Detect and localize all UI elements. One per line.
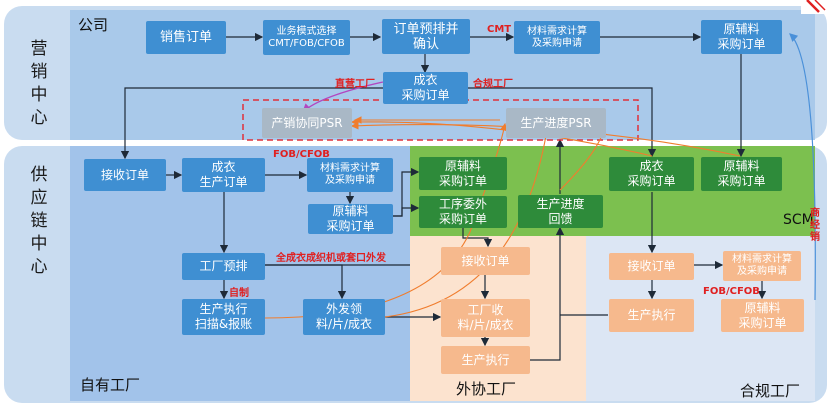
out-factory-receive-box: 工厂收 料/片/成衣 bbox=[441, 299, 530, 337]
comp-raw-po-box: 原辅料 采购订单 bbox=[721, 299, 804, 332]
raw-po-own-box: 原辅料 采购订单 bbox=[308, 204, 393, 234]
corner-logo-icon bbox=[801, 0, 827, 14]
tag-fob-cfob-own: FOB/CFOB bbox=[273, 149, 330, 160]
factory-schedule-box: 工厂预排 bbox=[182, 253, 265, 280]
tag-cmt: CMT bbox=[487, 24, 512, 35]
marketing-lane-label: 营销中心 bbox=[30, 39, 48, 128]
sales-order-box: 销售订单 bbox=[146, 21, 226, 54]
company-label: 公司 bbox=[78, 16, 109, 34]
comp-prod-exec-box: 生产执行 bbox=[609, 299, 694, 332]
tag-compliant-factory: 合规工厂 bbox=[473, 79, 513, 90]
scm-raw-po-box: 原辅料 采购订单 bbox=[419, 157, 507, 190]
comp-material-calc-box: 材料需求计算 及采购申请 bbox=[723, 251, 801, 281]
tag-direct-factory: 直营工厂 bbox=[335, 79, 375, 90]
tag-outsource-all: 全成衣成织机或套口外发 bbox=[276, 253, 386, 264]
prod-exec-own-box: 生产执行 扫描&报账 bbox=[182, 299, 265, 335]
garment-po-top-box: 成衣 采购订单 bbox=[383, 72, 468, 104]
compliant-factory-label: 合规工厂 bbox=[740, 382, 801, 400]
own-factory-label: 自有工厂 bbox=[80, 376, 141, 394]
scm-process-outsource-box: 工序委外 采购订单 bbox=[419, 196, 507, 228]
material-calc-top-box: 材料需求计算 及采购申请 bbox=[514, 21, 600, 54]
garment-prod-order-box: 成衣 生产订单 bbox=[182, 158, 265, 192]
biz-mode-box: 业务模式选择 CMT/FOB/CFOB bbox=[263, 20, 350, 55]
scm-garment-po-box: 成衣 采购订单 bbox=[609, 157, 694, 191]
scm-progress-box: 生产进度 回馈 bbox=[518, 195, 603, 228]
tag-self-made: 自制 bbox=[229, 288, 249, 299]
tag-distributor: 商 经 销 bbox=[810, 208, 820, 243]
comp-receive-order-box: 接收订单 bbox=[609, 253, 694, 280]
supply-lane-label: 供应链中心 bbox=[30, 165, 48, 277]
psr-sales-box: 产销协同PSR bbox=[262, 108, 352, 138]
receive-order-box: 接收订单 bbox=[84, 159, 166, 191]
tag-fob-cfob-comp: FOB/CFOB bbox=[703, 286, 760, 297]
material-calc-own-box: 材料需求计算 及采购申请 bbox=[307, 158, 393, 192]
raw-po-top-box: 原辅料 采购订单 bbox=[701, 20, 782, 54]
out-prod-exec-box: 生产执行 bbox=[441, 346, 530, 374]
out-receive-order-box: 接收订单 bbox=[441, 247, 530, 275]
scm-label: SCM bbox=[783, 212, 814, 228]
outsource-factory-label: 外协工厂 bbox=[456, 380, 517, 398]
outsource-material-box: 外发领 料/片/成衣 bbox=[303, 299, 385, 335]
scm-raw-po-right-box: 原辅料 采购订单 bbox=[701, 157, 782, 191]
psr-progress-box: 生产进度PSR bbox=[506, 108, 606, 138]
pre-schedule-box: 订单预排并 确认 bbox=[382, 19, 470, 54]
